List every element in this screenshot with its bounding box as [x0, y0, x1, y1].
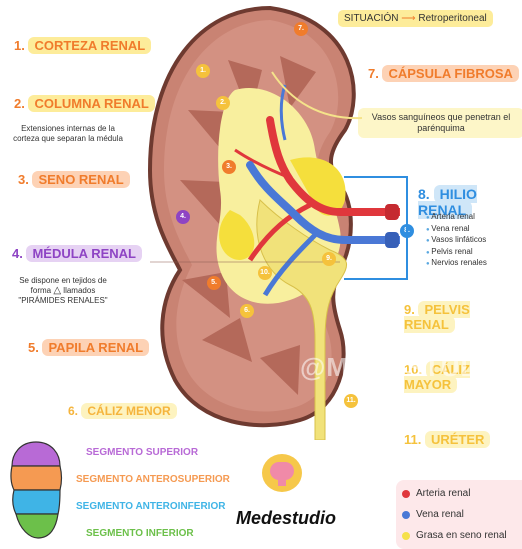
capsula-pointer — [270, 70, 365, 130]
segment-inferior: SEGMENTO INFERIOR — [86, 528, 194, 539]
brand-name: Medestudio — [236, 508, 336, 529]
vein-dot-icon — [402, 511, 410, 519]
label-columna-renal: 2. COLUMNA RENAL — [14, 96, 155, 111]
marker-1: 1. — [196, 64, 210, 78]
label-ureter: 11. URÉTER — [404, 432, 490, 447]
hilio-list: Arteria renal Vena renal Vasos linfático… — [426, 212, 487, 270]
marker-7: 7. — [294, 22, 308, 36]
label-caliz-menor: 6. CÁLIZ MENOR — [68, 404, 177, 418]
marker-10: 10. — [258, 266, 272, 280]
segment-anteroinferior: SEGMENTO ANTEROINFERIOR — [76, 501, 225, 512]
list-item: Pelvis renal — [426, 247, 487, 259]
label-capsula-fibrosa: 7. CÁPSULA FIBROSA — [368, 66, 519, 81]
arrow-right-icon: ⟶ — [401, 13, 415, 24]
artery-dot-icon — [402, 490, 410, 498]
marker-11: 11. — [344, 394, 358, 408]
label-corteza-renal: 1. CORTEZA RENAL — [14, 38, 151, 53]
list-item: Arteria renal — [426, 212, 487, 224]
list-item: Nervios renales — [426, 258, 487, 270]
segments-kidney-icon — [8, 440, 66, 540]
segment-superior: SEGMENTO SUPERIOR — [86, 447, 198, 458]
hilio-bracket — [344, 176, 408, 280]
legend-item: Arteria renal — [402, 483, 522, 504]
marker-9: 9. — [322, 252, 336, 266]
columna-description: Extensiones internas de la corteza que s… — [8, 124, 128, 144]
legend-item: Vena renal — [402, 504, 522, 525]
marker-4: 4. — [176, 210, 190, 224]
list-item: Vena renal — [426, 224, 487, 236]
situacion-box: SITUACIÓN ⟶ Retroperitoneal — [338, 10, 493, 27]
label-number: 1. — [14, 38, 25, 53]
medula-description: Se dispone en tejidos de forma △ llamado… — [8, 276, 118, 306]
triangle-icon: △ — [53, 285, 61, 296]
label-medula-renal: 4. MÉDULA RENAL — [12, 246, 142, 261]
watermark: @MEDESTUDIO_ — [300, 352, 522, 383]
label-pelvis-renal: 9. PELVIS RENAL — [404, 302, 522, 332]
capsula-description: Vasos sanguíneos que penetran el parénqu… — [358, 108, 522, 138]
color-legend: Arteria renal Vena renal Grasa en seno r… — [396, 480, 522, 549]
legend-item: Grasa en seno renal — [402, 525, 522, 546]
label-seno-renal: 3. SENO RENAL — [18, 172, 130, 187]
fat-dot-icon — [402, 532, 410, 540]
marker-3: 3. — [222, 160, 236, 174]
marker-2: 2. — [216, 96, 230, 110]
brain-logo-icon — [262, 454, 302, 492]
segment-anterosuperior: SEGMENTO ANTEROSUPERIOR — [76, 474, 230, 485]
list-item: Vasos linfáticos — [426, 235, 487, 247]
marker-5: 5. — [207, 276, 221, 290]
label-papila-renal: 5. PAPILA RENAL — [28, 340, 149, 355]
marker-6: 6. — [240, 304, 254, 318]
